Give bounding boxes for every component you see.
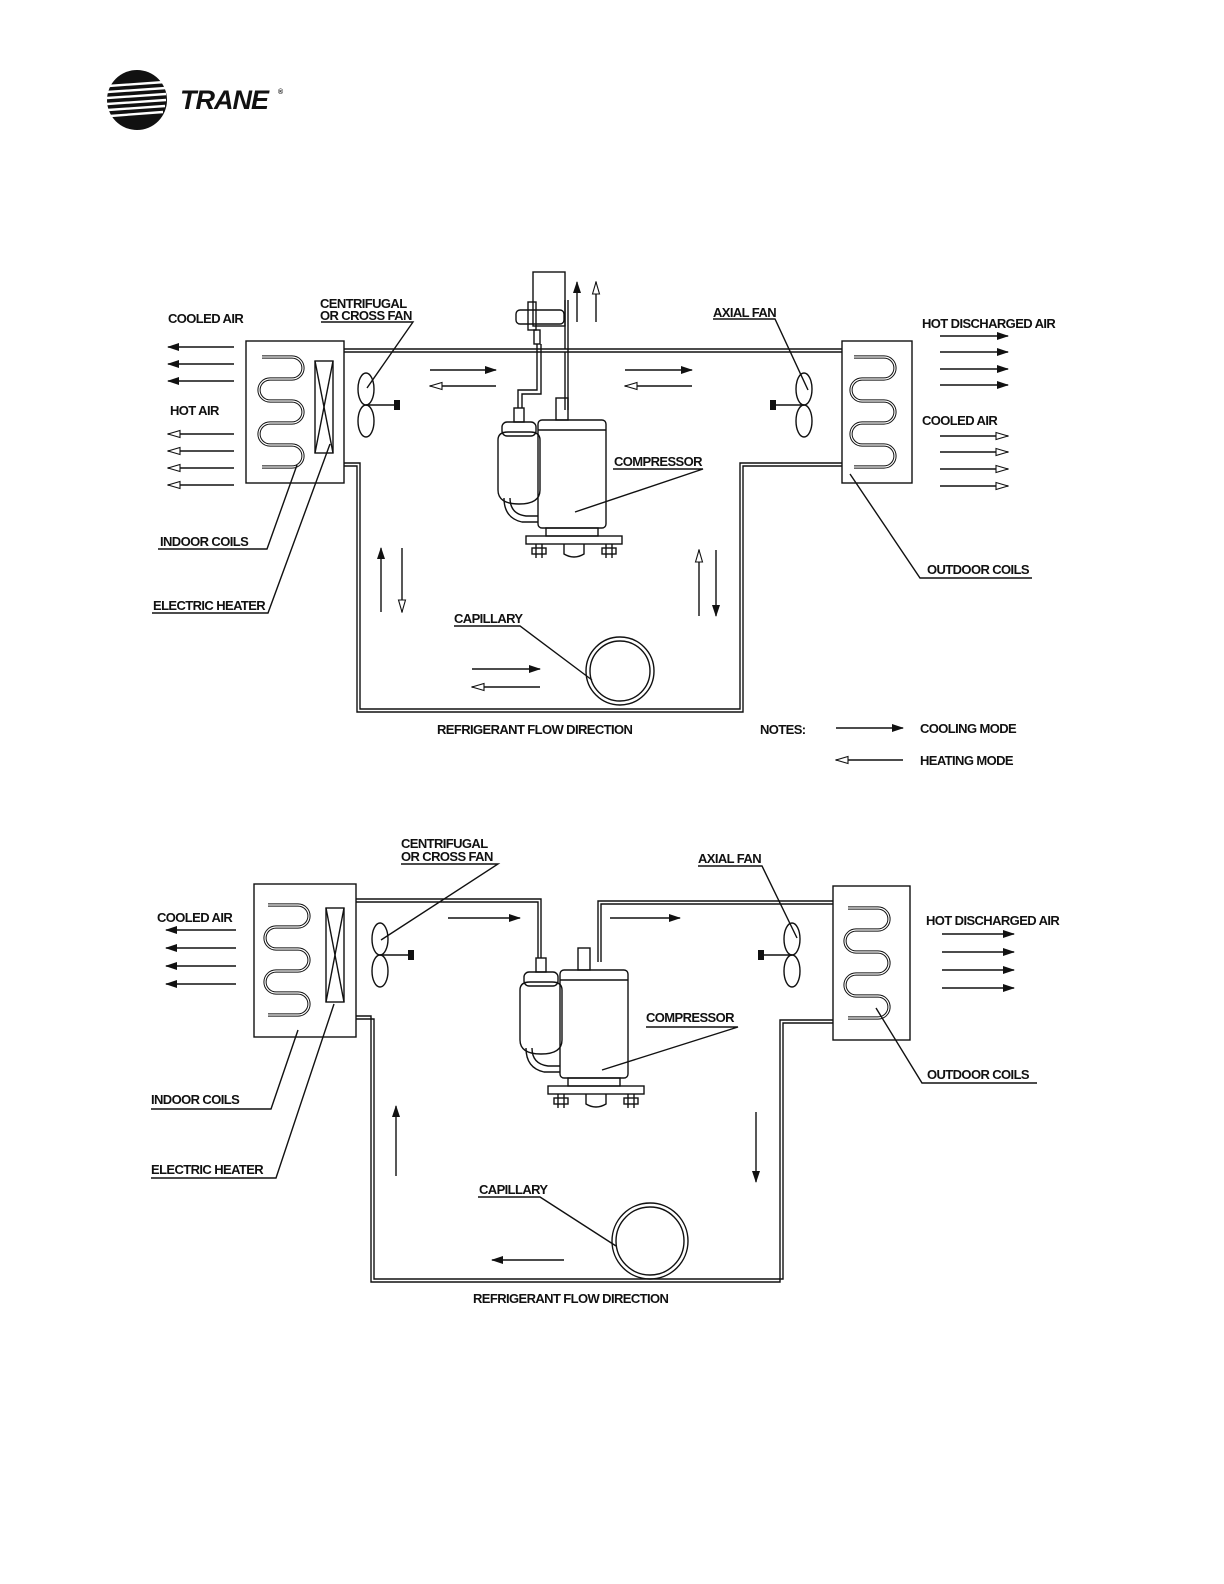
axial-fan-label-2: AXIAL FAN xyxy=(698,851,761,866)
diagram-heat-pump: CENTRIFUGAL OR CROSS FAN AXIAL FAN COOLE… xyxy=(152,271,1057,768)
capillary-label-2: CAPILLARY xyxy=(479,1182,548,1197)
centrifugal-fan-label-1-2: CENTRIFUGAL xyxy=(401,836,488,851)
indoor-coils-label-2: INDOOR COILS xyxy=(151,1092,240,1107)
leader-lines-2 xyxy=(151,863,1037,1247)
refrigerant-piping-2 xyxy=(356,898,833,1283)
indoor-coils-label: INDOOR COILS xyxy=(160,534,249,549)
compressor-label-2: COMPRESSOR xyxy=(646,1010,735,1025)
cooled-air-left-label-2: COOLED AIR xyxy=(157,910,233,925)
electric-heater-label: ELECTRIC HEATER xyxy=(153,598,266,613)
outdoor-coils-label-2: OUTDOOR COILS xyxy=(927,1067,1030,1082)
capillary-label: CAPILLARY xyxy=(454,611,523,626)
hot-air-left-label: HOT AIR xyxy=(170,403,220,418)
indoor-coil-2 xyxy=(263,903,311,1017)
hot-discharged-air-label: HOT DISCHARGED AIR xyxy=(922,316,1056,331)
reversing-valve xyxy=(515,271,569,410)
axial-fan xyxy=(769,372,813,438)
centrifugal-fan-label-2: OR CROSS FAN xyxy=(320,308,412,323)
refrigerant-piping xyxy=(344,348,842,713)
outdoor-coil-2 xyxy=(843,906,891,1020)
capillary-tube xyxy=(585,636,655,706)
indoor-unit-box-2 xyxy=(253,883,357,1038)
electric-heater-label-2: ELECTRIC HEATER xyxy=(151,1162,264,1177)
diagram-cooling-only: CENTRIFUGAL OR CROSS FAN AXIAL FAN COOLE… xyxy=(151,836,1061,1306)
indoor-coil xyxy=(257,355,305,469)
outdoor-unit-box-2 xyxy=(832,885,911,1041)
compressor-unit-2 xyxy=(519,947,645,1109)
centrifugal-fan-label-1: CENTRIFUGAL xyxy=(320,296,407,311)
compressor-label: COMPRESSOR xyxy=(614,454,703,469)
axial-fan-label: AXIAL FAN xyxy=(713,305,776,320)
heating-mode-label: HEATING MODE xyxy=(920,753,1014,768)
outdoor-coil xyxy=(849,355,897,469)
compressor-unit xyxy=(497,397,623,559)
trane-logo-stripes xyxy=(106,80,167,118)
cooling-mode-label: COOLING MODE xyxy=(920,721,1017,736)
outdoor-coils-label: OUTDOOR COILS xyxy=(927,562,1030,577)
cooled-air-right-label: COOLED AIR xyxy=(922,413,998,428)
capillary-tube-2 xyxy=(611,1202,689,1280)
legend: NOTES: COOLING MODE HEATING MODE xyxy=(760,721,1018,768)
electric-heater-element xyxy=(314,360,334,454)
centrifugal-fan-label-2-2: OR CROSS FAN xyxy=(401,849,493,864)
flow-arrows-2 xyxy=(392,914,760,1264)
centrifugal-fan xyxy=(357,372,401,438)
outdoor-unit-box xyxy=(841,340,913,484)
electric-heater-element-2 xyxy=(325,907,345,1003)
flow-direction-label-2: REFRIGERANT FLOW DIRECTION xyxy=(473,1291,668,1306)
hot-discharged-air-label-2: HOT DISCHARGED AIR xyxy=(926,913,1060,928)
trane-logo: TRANE ® xyxy=(106,70,284,130)
air-arrows-2 xyxy=(165,926,1015,992)
leader-lines xyxy=(152,318,1032,681)
trane-wordmark: TRANE xyxy=(180,85,270,115)
flow-direction-label: REFRIGERANT FLOW DIRECTION xyxy=(437,722,632,737)
indoor-unit-box xyxy=(245,340,345,484)
trane-registered-mark: ® xyxy=(278,88,284,96)
air-arrows xyxy=(167,332,1009,486)
cooled-air-left-label: COOLED AIR xyxy=(168,311,244,326)
flow-arrows xyxy=(377,281,720,687)
notes-label: NOTES: xyxy=(760,722,806,737)
